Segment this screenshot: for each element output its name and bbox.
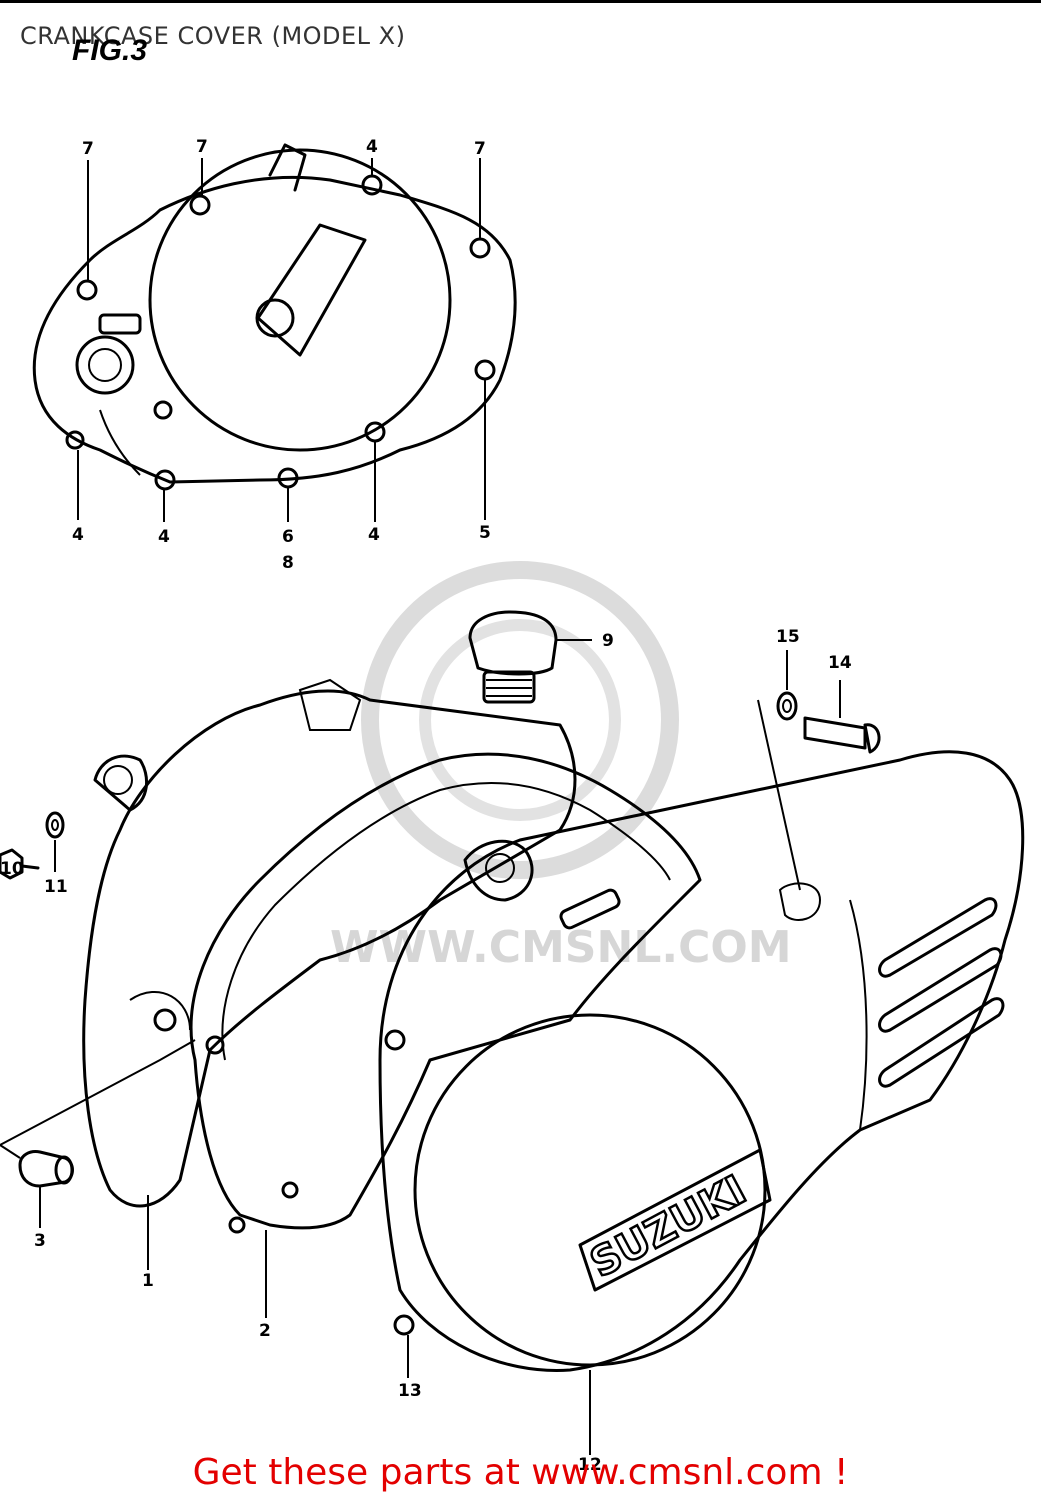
top-rule [0,0,1041,3]
washer-part-11 [45,811,65,839]
callout-4: 4 [368,525,380,545]
callout-numbers: 7 7 4 7 4 4 6 8 4 5 9 15 14 10 11 3 1 2 … [0,137,852,1475]
watermark-text: WWW.CMSNL.COM [330,922,792,973]
callout-5: 5 [479,523,491,543]
callout-4: 4 [72,525,84,545]
figure-label: FIG.3 [72,34,148,67]
bolt-part-10 [0,848,40,880]
kick-boss [463,839,621,930]
crankcase-cover-part-1 [82,678,577,1208]
callout-7: 7 [196,137,208,157]
oil-filler-plug-part-9 [468,610,558,704]
callout-11: 11 [44,877,68,897]
callout-7: 7 [474,139,486,159]
callout-2: 2 [259,1321,271,1341]
outer-cover-part-12: SUZUKI [378,750,1025,1372]
brand-logo-text: SUZUKI [583,1167,754,1287]
callout-9: 9 [602,631,614,651]
callout-3: 3 [34,1231,46,1251]
callout-8: 8 [282,553,294,573]
callout-12: 12 [578,1455,602,1475]
callout-10: 10 [0,859,24,879]
callout-4: 4 [366,137,378,157]
callout-7: 7 [82,139,94,159]
callout-15: 15 [776,627,800,647]
screw-part-14 [803,716,881,754]
callout-4: 4 [158,527,170,547]
lower-leader-lines [39,639,841,1455]
callout-1: 1 [142,1271,154,1291]
callout-14: 14 [828,653,852,673]
top-leader-lines [77,158,486,522]
dowel-pin-part-3 [0,1039,196,1188]
callout-13: 13 [398,1381,422,1401]
inner-cover-top-view [32,143,517,491]
promo-banner-link[interactable]: Get these parts at www.cmsnl.com ! [192,1452,849,1493]
washer-part-15 [776,691,798,721]
callout-6: 6 [282,527,294,547]
watermark: WWW.CMSNL.COM [330,561,792,973]
page-title: CRANKCASE COVER (MODEL X) [20,22,406,50]
